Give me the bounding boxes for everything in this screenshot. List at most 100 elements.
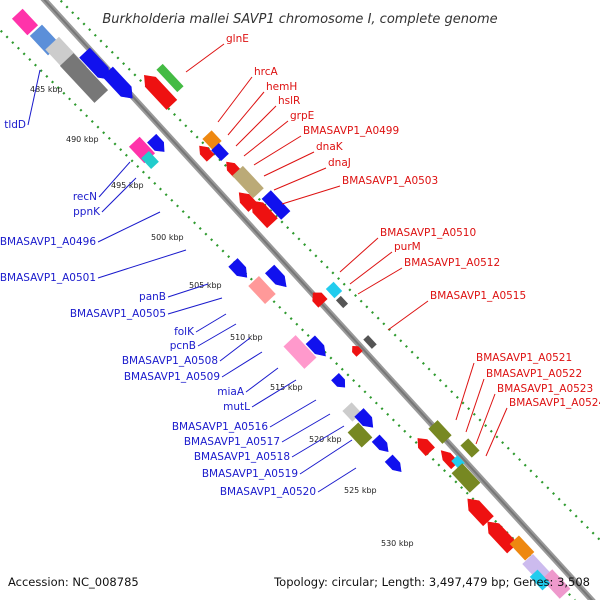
gene-block[interactable] [147,133,168,155]
leader-line [243,120,289,157]
gene-block[interactable] [283,335,317,369]
reverse-gene-label[interactable]: BMASAVP1_A0524 [509,397,600,409]
gene-block[interactable] [248,276,276,304]
gene-block[interactable] [451,463,481,493]
forward-gene-label[interactable]: mutL [223,401,250,413]
gene-block[interactable] [347,422,373,448]
leader-line [221,351,263,378]
gene-block[interactable] [354,408,377,432]
gene-block[interactable] [460,438,480,458]
leader-line [101,177,137,213]
gene-block[interactable] [335,295,349,309]
reverse-gene-label[interactable]: dnaJ [328,157,351,169]
gene-block[interactable] [265,264,290,291]
reverse-gene-label[interactable]: BMASAVP1_A0503 [342,175,438,187]
gene-block[interactable] [11,8,39,36]
gene-block[interactable] [141,151,159,169]
forward-gene-label[interactable]: BMASAVP1_A0496 [0,236,96,248]
leader-line [97,249,187,279]
gene-block[interactable] [156,63,184,93]
gene-block[interactable] [438,447,459,470]
forward-gene-label[interactable]: BMASAVP1_A0516 [172,421,268,433]
forward-gene-label[interactable]: BMASAVP1_A0509 [124,371,220,383]
tick-label: 495 kbp [111,181,144,190]
reverse-gene-label[interactable]: glnE [226,33,249,45]
gene-block[interactable] [139,71,178,110]
forward-gene-label[interactable]: miaA [217,386,245,398]
gene-labels: glnE hrcA hemH hslR grpE BMASAVP1_A0499 dnaK dn… [0,33,600,498]
forward-gene-label[interactable]: BMASAVP1_A0518 [194,451,290,463]
reverse-gene-label[interactable]: grpE [290,110,314,122]
gene-block[interactable] [261,190,291,220]
leader-line [217,76,253,123]
gene-block[interactable] [102,66,138,103]
gene-block[interactable] [483,517,518,554]
reverse-gene-label[interactable]: BMASAVP1_A0521 [476,352,572,364]
leader-line [98,161,131,198]
forward-gene-label[interactable]: ppnK [73,206,101,218]
reverse-gene-label[interactable]: BMASAVP1_A0522 [486,368,582,380]
reverse-gene-label[interactable]: BMASAVP1_A0510 [380,227,476,239]
forward-gene-label[interactable]: recN [73,191,97,203]
gene-block[interactable] [541,569,571,599]
leader-line [339,237,379,273]
reverse-gene-label[interactable]: hemH [266,81,297,93]
gene-block[interactable] [228,258,251,282]
reverse-gene-label[interactable]: BMASAVP1_A0515 [430,290,526,302]
gene-block[interactable] [232,165,264,199]
reverse-gene-label[interactable]: hslR [278,95,300,107]
gene-block[interactable] [428,420,452,444]
gene-block[interactable] [211,143,229,161]
reverse-gene-label[interactable]: BMASAVP1_A0523 [497,383,593,395]
gene-block[interactable] [363,335,377,349]
map-title: Burkholderia mallei SAVP1 chromosome I, … [102,12,497,27]
forward-gene-label[interactable]: BMASAVP1_A0520 [220,486,316,498]
gene-block[interactable] [59,53,109,103]
forward-gene-label[interactable]: pcnB [170,340,196,352]
leader-line [291,425,345,458]
gene-block[interactable] [309,289,328,308]
forward-gene-label[interactable]: BMASAVP1_A0517 [184,436,280,448]
leader-line [27,69,41,126]
gene-block[interactable] [235,189,258,212]
forward-gene-label[interactable]: BMASAVP1_A0519 [202,468,298,480]
leader-line [167,283,209,298]
forward-gene-label[interactable]: BMASAVP1_A0508 [122,355,218,367]
leader-line [167,297,223,315]
leader-line [263,151,315,177]
reverse-gene-label[interactable]: dnaK [316,141,344,153]
leader-line [227,91,265,136]
reverse-gene-label[interactable]: hrcA [254,66,279,78]
gene-block[interactable] [384,454,405,475]
gene-block[interactable] [371,434,392,455]
forward-gene-label[interactable]: BMASAVP1_A0505 [70,308,166,320]
forward-gene-label[interactable]: panB [139,291,166,303]
gene-block[interactable] [413,434,435,457]
topology-summary: Topology: circular; Length: 3,497,479 bp… [273,575,590,589]
gene-block[interactable] [305,335,330,360]
label-leaders [27,43,508,493]
gene-block[interactable] [331,373,349,390]
reverse-gene-label[interactable]: purM [394,241,421,253]
gene-block[interactable] [325,281,343,299]
gene-block[interactable] [529,569,551,591]
forward-gene-label[interactable]: tldD [4,119,26,131]
leader-line [269,399,317,428]
reverse-gene-label[interactable]: BMASAVP1_A0499 [303,125,399,137]
gene-block[interactable] [196,143,215,162]
forward-gene-label[interactable]: BMASAVP1_A0501 [0,272,96,284]
gene-block[interactable] [79,47,115,84]
gene-features [11,8,571,599]
gene-block[interactable] [509,535,535,561]
leader-line [273,167,327,191]
reverse-gene-label[interactable]: BMASAVP1_A0512 [404,257,500,269]
chromosome-backbone-highlight [43,0,594,600]
forward-gene-label[interactable]: folK [174,326,195,338]
leader-line [281,413,331,443]
leader-line [253,135,302,166]
gene-block[interactable] [463,494,494,527]
gene-block[interactable] [350,344,363,357]
